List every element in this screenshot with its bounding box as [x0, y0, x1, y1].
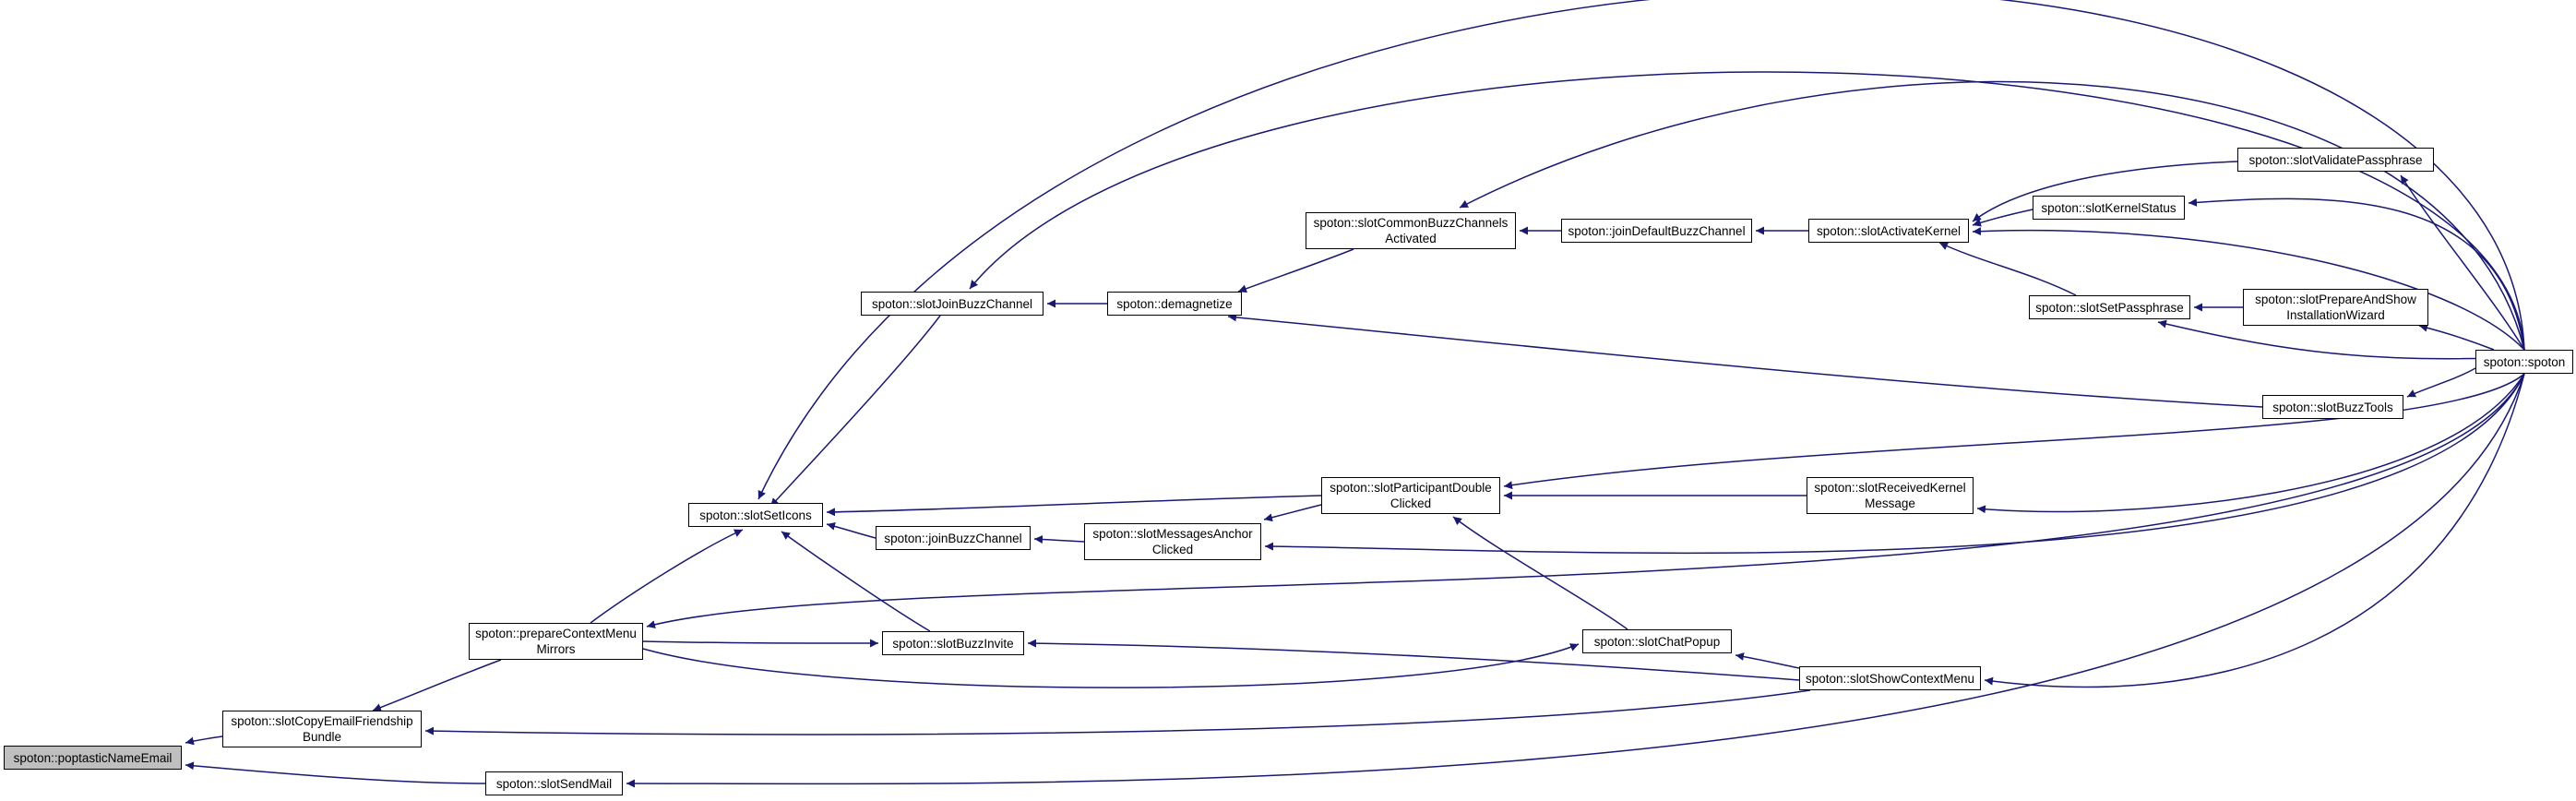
call-edge-n23-to-n12: [1503, 373, 2525, 490]
node-join-buzz-channel[interactable]: spoton::joinBuzzChannel: [876, 526, 1031, 550]
node-slot-prepare-and-show-installation-wizard[interactable]: spoton::slotPrepareAndShow InstallationW…: [2243, 289, 2428, 326]
call-edge-n23-to-n10: [1264, 373, 2525, 555]
call-edge-n6-to-n5: [781, 531, 931, 632]
node-slot-activate-kernel[interactable]: spoton::slotActivateKernel: [1808, 219, 1969, 243]
node-slot-received-kernel-message[interactable]: spoton::slotReceivedKernel Message: [1807, 477, 1974, 514]
call-edge-n3-to-n1: [185, 761, 486, 784]
node-slot-messages-anchor-clicked[interactable]: spoton::slotMessagesAnchor Clicked: [1084, 523, 1261, 560]
call-edge-n23-to-n3: [626, 373, 2525, 788]
node-slot-common-buzz-channels-activated[interactable]: spoton::slotCommonBuzzChannels Activated: [1306, 212, 1516, 249]
node-slot-buzz-invite[interactable]: spoton::slotBuzzInvite: [882, 631, 1024, 655]
node-slot-set-icons[interactable]: spoton::slotSetIcons: [688, 503, 823, 527]
node-slot-kernel-status[interactable]: spoton::slotKernelStatus: [2033, 196, 2185, 220]
node-slot-copy-email-friendship-bundle[interactable]: spoton::slotCopyEmailFriendship Bundle: [222, 711, 422, 747]
call-edge-n12-to-n5: [826, 495, 1322, 517]
call-edge-n23-to-n20: [2157, 319, 2520, 360]
call-edge-n7-to-n5: [826, 521, 877, 539]
call-edge-n18-to-n15: [1972, 161, 2238, 222]
node-prepare-context-menu-mirrors[interactable]: spoton::prepareContextMenu Mirrors: [469, 623, 643, 660]
call-edge-n23-to-n4: [646, 373, 2525, 629]
call-edge-n17-to-n13: [1735, 652, 1800, 669]
call-edge-n11-to-n9: [1237, 248, 1354, 293]
call-edge-n12-to-n10: [1263, 504, 1322, 522]
call-edge-n23-to-n16: [1976, 373, 2525, 514]
node-demagnetize[interactable]: spoton::demagnetize: [1107, 292, 1242, 316]
call-edge-n23-to-n17: [1984, 373, 2525, 688]
call-edge-n10-to-n7: [1033, 534, 1085, 544]
call-edge-n13-to-n12: [1452, 516, 1628, 630]
call-edge-n22-to-n9: [1227, 313, 2263, 408]
node-slot-participant-double-clicked[interactable]: spoton::slotParticipantDouble Clicked: [1321, 477, 1500, 514]
node-join-default-buzz-channel[interactable]: spoton::joinDefaultBuzzChannel: [1561, 219, 1752, 243]
node-slot-show-context-menu[interactable]: spoton::slotShowContextMenu: [1799, 666, 1981, 690]
call-edge-n23-to-n21: [2418, 323, 2495, 351]
node-slot-send-mail[interactable]: spoton::slotSendMail: [485, 771, 623, 795]
call-edge-n4-to-n13: [642, 643, 1580, 688]
node-poptastic-name-email[interactable]: spoton::poptasticNameEmail: [4, 746, 182, 770]
call-edge-n23-to-n19: [2188, 197, 2525, 351]
node-slot-set-passphrase[interactable]: spoton::slotSetPassphrase: [2029, 295, 2190, 319]
node-slot-buzz-tools[interactable]: spoton::slotBuzzTools: [2262, 395, 2403, 419]
node-slot-validate-passphrase[interactable]: spoton::slotValidatePassphrase: [2237, 148, 2434, 172]
node-slot-chat-popup[interactable]: spoton::slotChatPopup: [1582, 629, 1732, 653]
call-edge-n4-to-n2: [372, 659, 502, 711]
call-edge-n17-to-n2: [424, 689, 1811, 735]
call-edge-n17-to-n6: [1027, 639, 1800, 681]
call-edge-n23-to-n22: [2406, 367, 2476, 398]
call-edge-n4-to-n5: [590, 529, 744, 624]
call-edge-n8-to-n5: [769, 315, 941, 508]
call-edge-n20-to-n15: [1938, 242, 2077, 296]
node-spoton[interactable]: spoton::spoton: [2475, 350, 2573, 374]
call-edge-n23-to-n8: [969, 71, 2525, 351]
call-edge-n2-to-n1: [185, 735, 223, 746]
call-edge-n23-to-n11: [1459, 80, 2525, 351]
call-edge-n23-to-n18: [2400, 174, 2525, 351]
call-edge-n4-to-n6: [642, 639, 879, 648]
call-edge-n23-to-n15: [1972, 227, 2525, 351]
node-slot-join-buzz-channel[interactable]: spoton::slotJoinBuzzChannel: [861, 292, 1044, 316]
call-edge-n19-to-n15: [1972, 209, 2033, 227]
